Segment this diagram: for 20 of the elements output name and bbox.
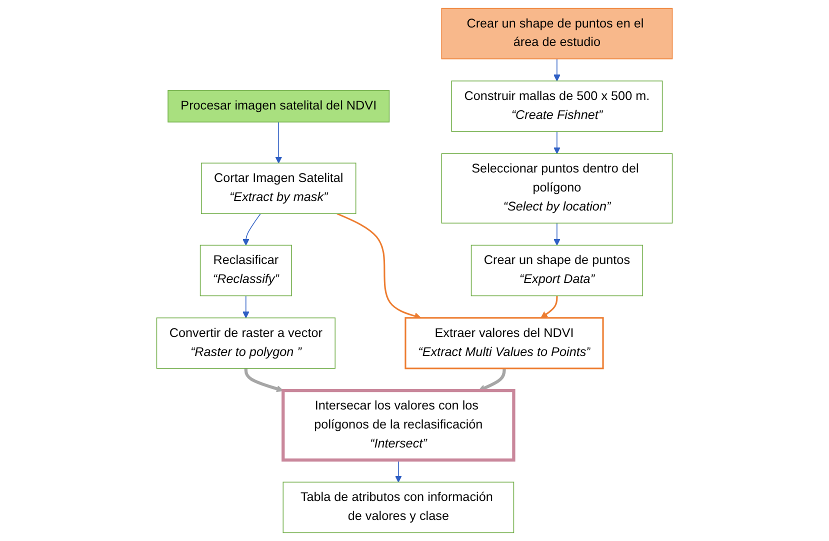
- arrow: [244, 368, 284, 392]
- arrow: [540, 296, 558, 318]
- arrow: [394, 460, 402, 482]
- arrow: [275, 122, 282, 164]
- node-box: Crear un shape de puntos en el área de estudio: [441, 8, 673, 60]
- node-box: Intersecar los valores con los polígonos de la reclasificación “Intersect”: [282, 388, 516, 462]
- node-box: Procesar imagen satelital del NDVI: [168, 90, 390, 122]
- arrow: [554, 222, 560, 246]
- node-box: Cortar Imagen Satelital “Extract by mask”: [200, 162, 356, 214]
- node-box: Construir mallas de 500 x 500 m. “Create Fishnet”: [451, 80, 663, 132]
- arrow: [554, 131, 560, 154]
- arrow: [336, 212, 422, 320]
- node-box: Convertir de raster a vector “Raster to polygon ”: [156, 317, 336, 369]
- arrow: [478, 368, 506, 392]
- node-box: Crear un shape de puntos “Export Data”: [470, 244, 644, 296]
- arrow: [242, 295, 250, 318]
- node-box: Seleccionar puntos dentro del polígono “Select by location”: [441, 153, 673, 224]
- node-box: Tabla de atributos con información de valores y clase: [282, 482, 514, 534]
- arrow: [242, 213, 261, 246]
- arrow: [554, 58, 560, 82]
